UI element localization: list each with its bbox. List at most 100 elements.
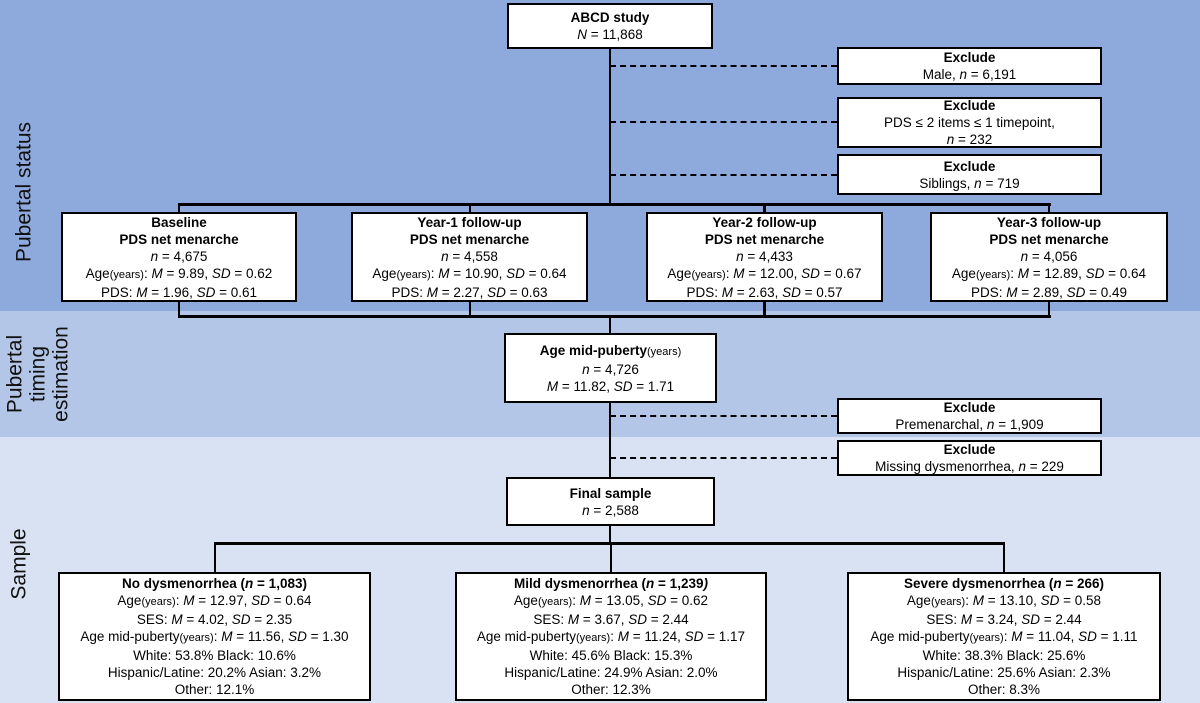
text-line: PDS ≤ 2 items ≤ 1 timepoint, — [884, 115, 1055, 130]
text-line: White: 45.6% Black: 15.3% — [529, 648, 693, 663]
text-line: Siblings, n = 719 — [919, 175, 1020, 191]
text-line: Exclude — [943, 98, 996, 113]
text-line: n = 4,056 — [1020, 248, 1078, 264]
band-label-pubertal-timing: Pubertal timing estimation — [3, 326, 73, 422]
text-line: Exclude — [943, 442, 996, 457]
band-label-pubertal-status: Pubertal status — [12, 121, 36, 263]
text-line: n = 4,558 — [441, 248, 498, 264]
text-line: No dysmenorrhea (n = 1,083) — [122, 576, 307, 591]
text-line: Age mid-puberty(years): M = 11.24, SD = … — [476, 629, 746, 644]
text-line: PDS: M = 2.63, SD = 0.57 — [686, 284, 843, 300]
text-line: Age(years): M = 13.05, SD = 0.62 — [513, 593, 709, 608]
text-line: Age mid-puberty(years): M = 11.04, SD = … — [870, 629, 1138, 644]
text-line: Missing dysmenorrhea, n = 229 — [875, 459, 1064, 474]
connector-dashed-exclude-missing — [610, 456, 837, 459]
connector-final-down — [608, 524, 612, 544]
connector-drop-year2 — [763, 203, 766, 214]
connector-drop-nodys — [213, 542, 217, 574]
connector-drop-severedys — [1002, 542, 1006, 574]
text-line: PDS net menarche — [989, 231, 1109, 247]
text-line: Other: 8.3% — [967, 682, 1041, 697]
text-line: Baseline — [151, 214, 207, 230]
connector-rise-baseline — [177, 300, 180, 317]
text-line: White: 38.3% Black: 25.6% — [922, 648, 1086, 663]
text-line: Mild dysmenorrhea (n = 1,239) — [514, 576, 708, 591]
connector-dashed-exclude-siblings — [610, 173, 837, 176]
text-line: PDS: M = 1.96, SD = 0.61 — [100, 284, 258, 300]
band-label-sample: Sample — [7, 528, 31, 600]
text-line: Age mid-puberty(years) — [539, 342, 682, 358]
text-line: Age mid-puberty(years): M = 11.56, SD = … — [80, 629, 349, 644]
text-line: M = 11.82, SD = 1.71 — [546, 378, 675, 394]
severe-dysmenorrhea-box: Severe dysmenorrhea (n = 266) Age(years):… — [847, 572, 1161, 701]
connector-drop-milddys — [609, 542, 613, 574]
text-line: SES: M = 3.67, SD = 2.44 — [533, 612, 689, 627]
text-line: n = 4,675 — [150, 248, 208, 264]
no-dysmenorrhea-box: No dysmenorrhea (n = 1,083) Age(years): M… — [58, 572, 371, 701]
text-line: Exclude — [943, 400, 996, 415]
text-line: Age(years): M = 9.89, SD = 0.62 — [85, 265, 273, 281]
connector-drop-year1 — [468, 203, 471, 214]
text-line: n = 2,588 — [582, 502, 639, 518]
text-line: PDS: M = 2.27, SD = 0.63 — [391, 284, 548, 300]
connector-rise-year3 — [1047, 300, 1050, 317]
text-line: Premenarchal, n = 1,909 — [895, 417, 1044, 432]
text-line: Exclude — [943, 50, 996, 65]
text-line: n = 4,433 — [736, 248, 793, 264]
text-line: White: 53.8% Black: 10.6% — [133, 648, 296, 663]
connector-rise-year2 — [763, 300, 766, 317]
text-line: Final sample — [569, 485, 652, 501]
text-line: Year-1 follow-up — [417, 214, 522, 230]
abcd-study-box: ABCD study N = 11,868 — [507, 3, 713, 49]
text-line: SES: M = 3.24, SD = 2.44 — [926, 612, 1082, 627]
connector-dashed-exclude-premenarchal — [610, 414, 837, 417]
connector-drop-year3 — [1047, 203, 1050, 214]
connector-branch-mid — [177, 315, 1051, 318]
connector-midpuberty-in — [608, 315, 612, 335]
text-line: SES: M = 4.02, SD = 2.35 — [136, 612, 293, 627]
text-line: Age(years): M = 13.10, SD = 0.58 — [906, 593, 1102, 608]
text-line: n = 232 — [946, 132, 993, 147]
text-line: PDS: M = 2.89, SD = 0.49 — [970, 284, 1128, 300]
connector-branch-top — [177, 203, 1051, 206]
text-line: Hispanic/Latine: 25.6% Asian: 2.3% — [897, 665, 1111, 680]
text-line: Age(years): M = 10.90, SD = 0.64 — [372, 265, 567, 281]
text-line: PDS net menarche — [409, 231, 530, 247]
text-line: ABCD study — [570, 10, 650, 25]
text-line: Exclude — [943, 158, 996, 174]
text-line: N = 11,868 — [577, 27, 643, 42]
text-line: Year-3 follow-up — [996, 214, 1102, 230]
text-line: Other: 12.1% — [174, 682, 255, 697]
text-line: Age(years): M = 12.89, SD = 0.64 — [951, 265, 1147, 281]
text-line: Age(years): M = 12.00, SD = 0.67 — [667, 265, 862, 281]
text-line: Male, n = 6,191 — [922, 67, 1017, 82]
connector-rise-year1 — [468, 300, 471, 317]
text-line: Severe dysmenorrhea (n = 266) — [904, 576, 1104, 591]
text-line: Hispanic/Latine: 20.2% Asian: 3.2% — [107, 665, 322, 680]
connector-abcd-down — [608, 47, 612, 205]
text-line: Hispanic/Latine: 24.9% Asian: 2.0% — [504, 665, 718, 680]
connector-drop-baseline — [177, 203, 180, 214]
connector-branch-bottom — [213, 542, 1005, 545]
connector-dashed-exclude-male — [610, 64, 837, 67]
text-line: Other: 12.3% — [571, 682, 651, 697]
mild-dysmenorrhea-box: Mild dysmenorrhea (n = 1,239) Age(years):… — [455, 572, 767, 701]
text-line: Year-2 follow-up — [712, 214, 817, 230]
text-line: Age(years): M = 12.97, SD = 0.64 — [117, 593, 312, 608]
text-line: PDS net menarche — [119, 231, 239, 247]
connector-midpuberty-out — [608, 401, 612, 479]
text-line: n = 4,726 — [582, 361, 639, 377]
connector-dashed-exclude-pds — [610, 121, 837, 123]
